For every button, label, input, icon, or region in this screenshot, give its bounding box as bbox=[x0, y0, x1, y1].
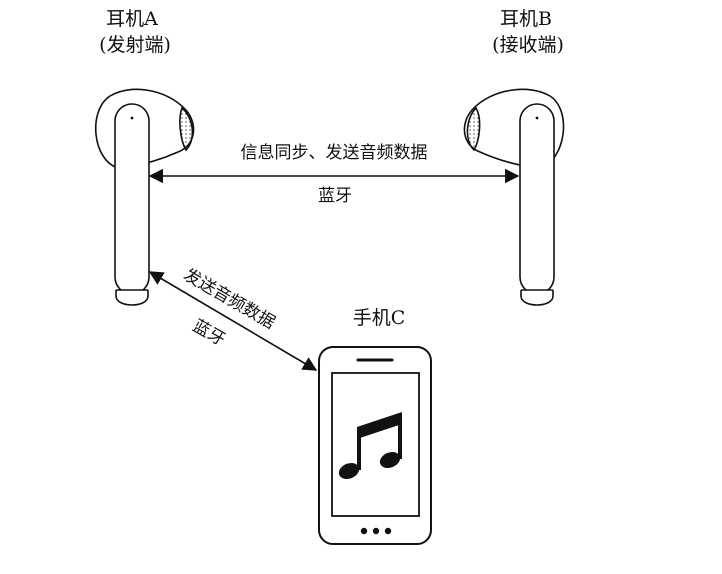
earphone-b-role: (接收端) bbox=[492, 34, 564, 56]
link-ab-bottom-label: 蓝牙 bbox=[318, 186, 352, 206]
music-note-icon bbox=[338, 412, 402, 479]
link-ac-arrow bbox=[148, 271, 318, 371]
earphone-a-role: (发射端) bbox=[99, 34, 171, 56]
earphone-a-name: 耳机A bbox=[106, 8, 158, 30]
earphone-a-icon bbox=[94, 88, 195, 306]
phone-c-icon bbox=[318, 346, 432, 545]
earphone-b-icon bbox=[463, 88, 565, 306]
earphone-b-name: 耳机B bbox=[500, 8, 552, 30]
link-ab-top-label: 信息同步、发送音频数据 bbox=[240, 143, 428, 163]
phone-c-name: 手机C bbox=[352, 307, 406, 329]
